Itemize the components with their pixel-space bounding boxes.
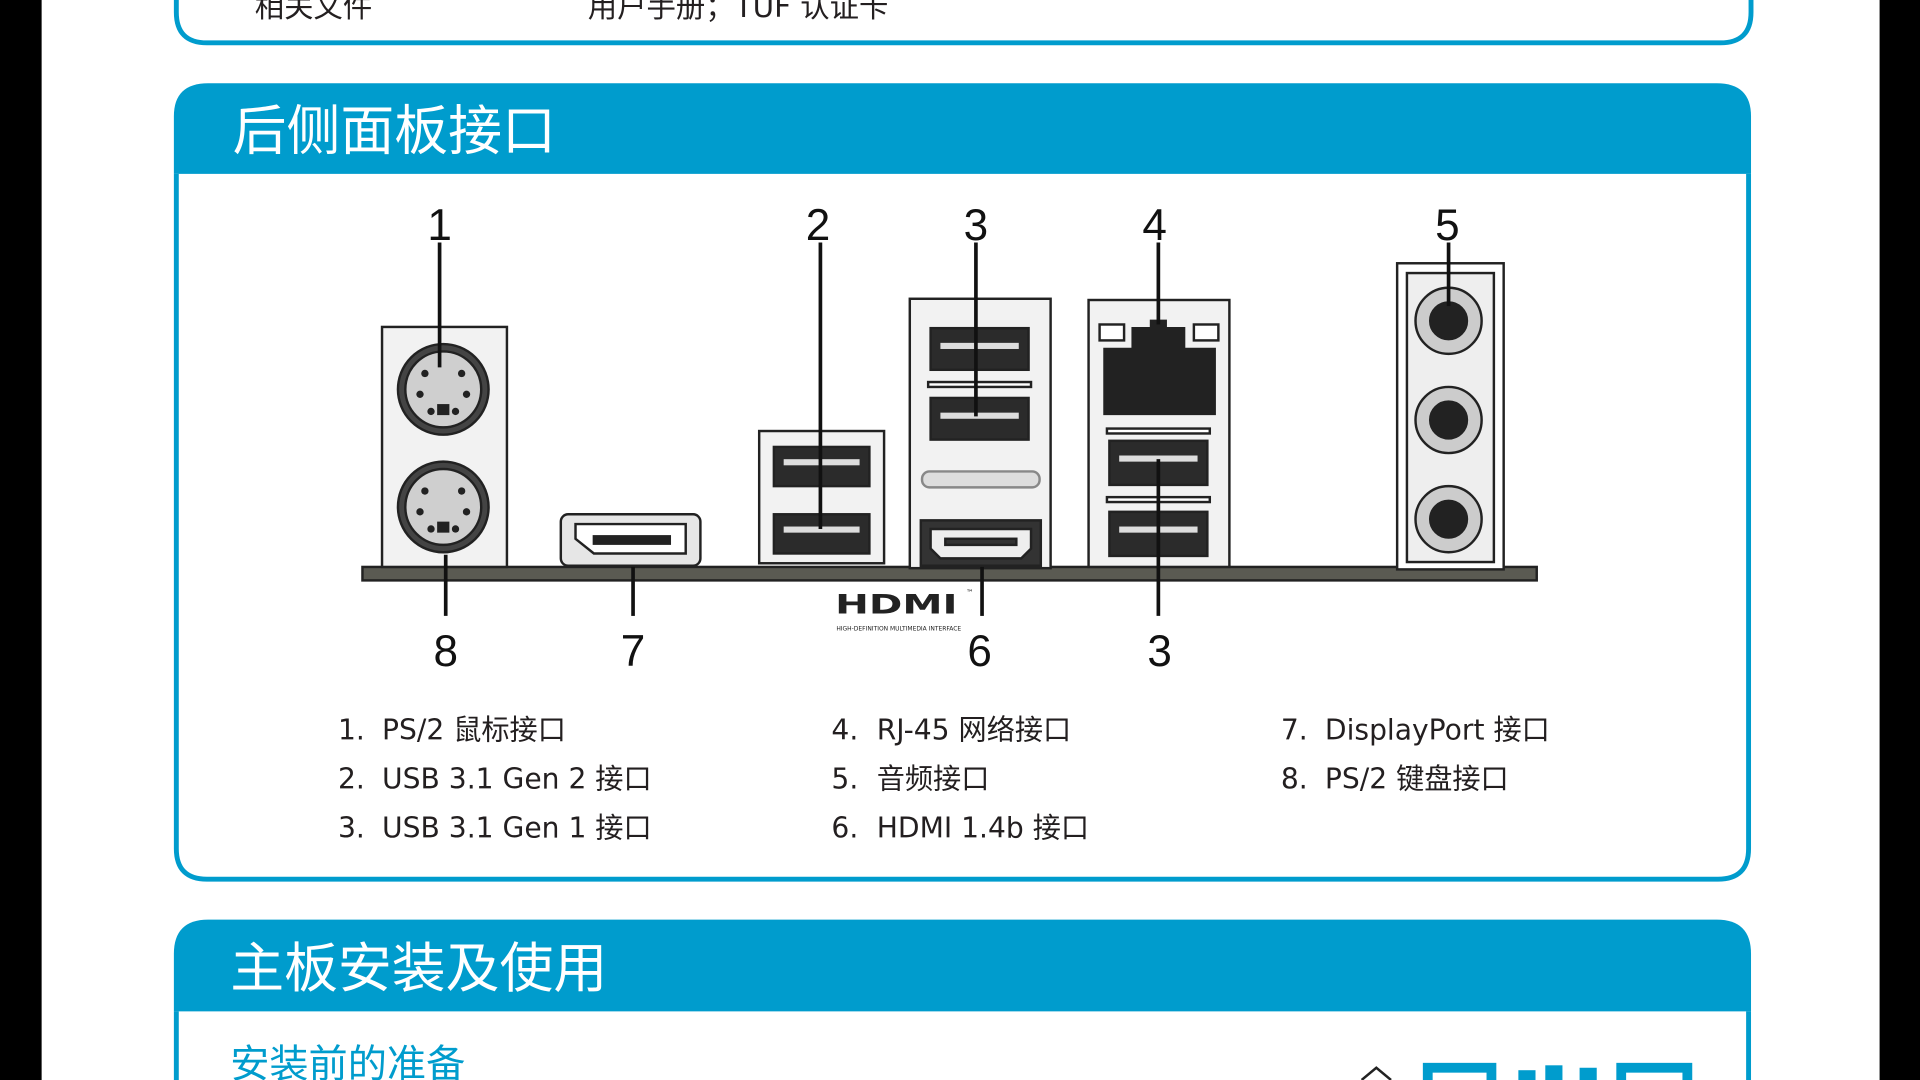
- legend-num: 5.: [831, 763, 858, 796]
- right-margin: [1879, 0, 1920, 1080]
- legend-num: 8.: [1281, 763, 1308, 796]
- legend-label: PS/2 鼠标接口: [382, 714, 566, 747]
- rear-panel-diagram: [361, 242, 1538, 616]
- related-docs-value: 用户手册；TUF 认证卡: [588, 0, 889, 24]
- legend-label: USB 3.1 Gen 1 接口: [382, 812, 652, 845]
- caution-logo: [1360, 1062, 1693, 1080]
- legend-label: RJ-45 网络接口: [877, 714, 1071, 747]
- hdmi-logo-tagline: HIGH-DEFINITION MULTIMEDIA INTERFACE: [836, 626, 961, 633]
- legend-num: 6.: [831, 812, 858, 845]
- legend-label: 音频接口: [877, 763, 990, 796]
- legend-label: HDMI 1.4b 接口: [877, 812, 1089, 845]
- rj45-port: [1103, 319, 1216, 416]
- audio-jacks: [1395, 262, 1505, 571]
- install-subtitle: 安装前的准备: [230, 1043, 465, 1080]
- port-legend: 1. PS/2 鼠标接口 2. USB 3.1 Gen 2 接口 3. USB …: [338, 714, 1550, 845]
- displayport-port: [559, 513, 702, 567]
- callout-5: 5: [1435, 201, 1460, 250]
- install-title: 主板安装及使用: [230, 937, 607, 1000]
- install-card: 主板安装及使用 安装前的准备: [173, 919, 1752, 1080]
- callout-3-bottom: 3: [1147, 627, 1172, 676]
- rear-panel-title: 后侧面板接口: [233, 99, 556, 162]
- callout-6: 6: [967, 627, 992, 676]
- callout-3-top: 3: [964, 201, 989, 250]
- callout-4: 4: [1142, 201, 1167, 250]
- left-margin: [0, 0, 42, 1080]
- hdmi-logo-text: HDMI: [835, 589, 957, 620]
- callout-1: 1: [427, 201, 452, 250]
- callout-8: 8: [433, 627, 458, 676]
- legend-label: DisplayPort 接口: [1325, 714, 1550, 747]
- top-card: 相关文件 用户手册；TUF 认证卡: [173, 0, 1754, 46]
- legend-num: 1.: [338, 714, 365, 747]
- legend-num: 7.: [1281, 714, 1308, 747]
- callout-7: 7: [621, 627, 646, 676]
- legend-label: USB 3.1 Gen 2 接口: [382, 763, 652, 796]
- leader-lines: [437, 242, 1451, 616]
- callout-2: 2: [806, 201, 831, 250]
- usb-hdmi-block: [908, 297, 1052, 570]
- ps2-ports: [380, 325, 509, 569]
- legend-num: 3.: [338, 812, 365, 845]
- hdmi-logo: HDMI ™ HIGH-DEFINITION MULTIMEDIA INTERF…: [835, 588, 973, 633]
- hdmi-logo-tm: ™: [966, 588, 973, 597]
- legend-label: PS/2 键盘接口: [1325, 763, 1509, 796]
- related-docs-label: 相关文件: [255, 0, 373, 24]
- legend-num: 4.: [831, 714, 858, 747]
- callouts: 1 2 3 4 5 8 7 6 3: [427, 201, 1459, 676]
- legend-num: 2.: [338, 763, 365, 796]
